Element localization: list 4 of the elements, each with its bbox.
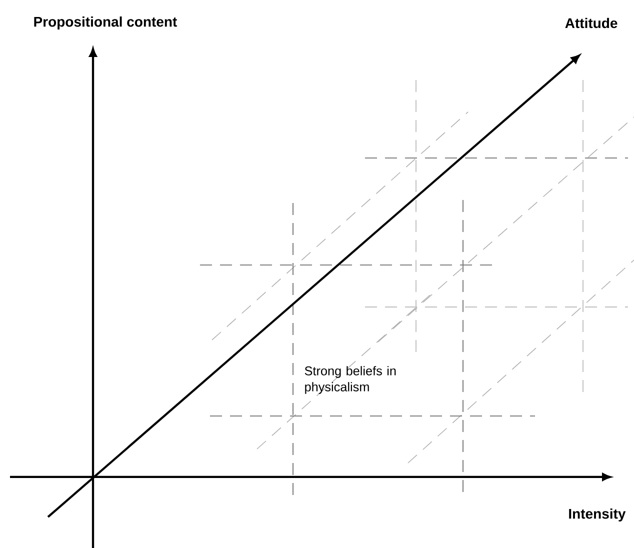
- axis-label: Propositional content: [34, 16, 177, 30]
- axis-label: Intensity: [569, 508, 626, 522]
- region-label: Strong beliefs in physicalism: [304, 366, 396, 394]
- axis-label: Attitude: [565, 18, 618, 28]
